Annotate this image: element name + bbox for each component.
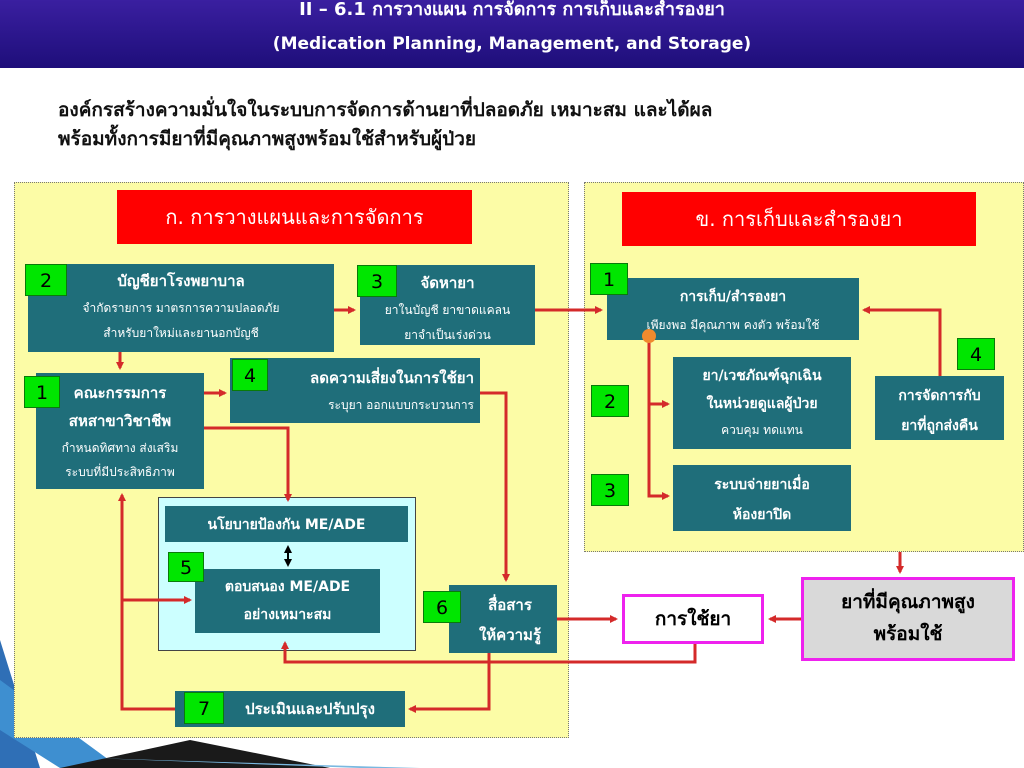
emergency-line-3: ควบคุม ทดแทน	[721, 423, 803, 437]
committee-title-1: คณะกรรมการ	[73, 384, 167, 402]
quality-drugs-box: ยาที่มีคุณภาพสูง พร้อมใช้	[801, 577, 1015, 661]
formulary-box: บัญชียาโรงพยาบาล จำกัดรายการ มาตรการความ…	[28, 264, 334, 352]
after-hours-line-1: ระบบจ่ายยาเมื่อ	[714, 477, 810, 493]
emergency-badge: 2	[591, 385, 629, 417]
evaluate-badge: 7	[184, 692, 224, 724]
communicate-badge: 6	[423, 591, 461, 623]
page-subtitle: (Medication Planning, Management, and St…	[272, 34, 752, 54]
formulary-line-2: สำหรับยาใหม่และยานอกบัญชี	[103, 326, 259, 340]
communicate-line-1: สื่อสาร	[488, 596, 532, 614]
formulary-line-1: จำกัดรายการ มาตรการความปลอดภัย	[82, 301, 280, 315]
risk-title: ลดความเสี่ยงในการใช้ยา	[310, 369, 474, 387]
procurement-title: จัดหายา	[420, 274, 475, 292]
response-box: ตอบสนอง ME/ADE อย่างเหมาะสม	[195, 569, 380, 633]
response-badge: 5	[168, 552, 204, 582]
quality-drugs-line-1: ยาที่มีคุณภาพสูง	[841, 591, 975, 613]
quality-drugs-line-2: พร้อมใช้	[873, 623, 943, 645]
risk-line-1: ระบุยา ออกแบบกระบวนการ	[328, 398, 474, 412]
returns-badge: 4	[957, 338, 995, 370]
communicate-box: สื่อสาร ให้ความรู้	[449, 585, 557, 653]
medication-use-label: การใช้ยา	[654, 608, 732, 630]
returns-line-2: ยาที่ถูกส่งคืน	[901, 418, 978, 434]
medication-use-box: การใช้ยา	[622, 594, 764, 644]
committee-title-2: สหสาขาวิชาชีพ	[68, 412, 172, 430]
storage-title: การเก็บ/สำรองยา	[679, 289, 787, 305]
title-bar: II – 6.1 การวางแผน การจัดการ การเก็บและส…	[0, 0, 1024, 68]
returns-box: การจัดการกับ ยาที่ถูกส่งคืน	[875, 376, 1004, 440]
communicate-line-2: ให้ความรู้	[478, 626, 542, 644]
storage-panel-title: ข. การเก็บและสำรองยา	[622, 192, 976, 246]
emergency-line-1: ยา/เวชภัณฑ์ฉุกเฉิน	[702, 368, 822, 384]
emergency-box: ยา/เวชภัณฑ์ฉุกเฉิน ในหน่วยดูแลผู้ป่วย คว…	[673, 357, 851, 449]
intro-line-1: องค์กรสร้างความมั่นใจในระบบการจัดการด้าน…	[58, 99, 713, 121]
after-hours-badge: 3	[591, 474, 629, 506]
committee-box: คณะกรรมการ สหสาขาวิชาชีพ กำหนดทิศทาง ส่ง…	[36, 373, 204, 489]
formulary-title: บัญชียาโรงพยาบาล	[117, 272, 245, 290]
procurement-line-1: ยาในบัญชี ยาขาดแคลน	[384, 303, 511, 317]
risk-badge: 4	[232, 359, 268, 391]
policy-title: นโยบายป้องกัน ME/ADE	[207, 517, 366, 533]
committee-line-2: ระบบที่มีประสิทธิภาพ	[65, 465, 175, 479]
emergency-line-2: ในหน่วยดูแลผู้ป่วย	[706, 396, 818, 412]
procurement-badge: 3	[357, 265, 397, 297]
response-line-2: อย่างเหมาะสม	[243, 607, 332, 623]
committee-line-1: กำหนดทิศทาง ส่งเสริม	[61, 441, 179, 455]
committee-badge: 1	[24, 376, 60, 408]
evaluate-title: ประเมินและปรับปรุง	[245, 700, 375, 718]
storage-box: การเก็บ/สำรองยา เพียงพอ มีคุณภาพ คงตัว พ…	[607, 278, 859, 340]
page-title: II – 6.1 การวางแผน การจัดการ การเก็บและส…	[299, 0, 725, 20]
procurement-line-2: ยาจำเป็นเร่งด่วน	[404, 328, 491, 342]
formulary-badge: 2	[25, 264, 67, 296]
after-hours-box: ระบบจ่ายยาเมื่อ ห้องยาปิด	[673, 465, 851, 531]
storage-line-1: เพียงพอ มีคุณภาพ คงตัว พร้อมใช้	[646, 318, 820, 332]
returns-line-1: การจัดการกับ	[898, 388, 981, 404]
intro-text: องค์กรสร้างความมั่นใจในระบบการจัดการด้าน…	[58, 96, 958, 154]
risk-box: ลดความเสี่ยงในการใช้ยา ระบุยา ออกแบบกระบ…	[230, 358, 480, 423]
response-line-1: ตอบสนอง ME/ADE	[224, 579, 351, 595]
intro-line-2: พร้อมทั้งการมียาที่มีคุณภาพสูงพร้อมใช้สำ…	[58, 128, 477, 150]
storage-badge: 1	[590, 263, 628, 295]
policy-box: นโยบายป้องกัน ME/ADE	[165, 506, 408, 542]
after-hours-line-2: ห้องยาปิด	[732, 507, 792, 523]
planning-panel-title: ก. การวางแผนและการจัดการ	[117, 190, 472, 244]
